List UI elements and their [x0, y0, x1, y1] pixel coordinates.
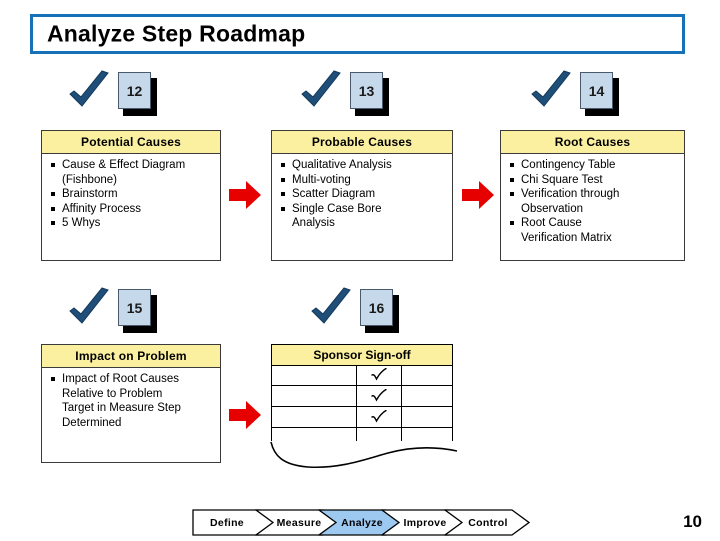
box-header: Probable Causes [272, 131, 452, 154]
list-item: Chi Square Test [508, 173, 679, 188]
bullet-list: Cause & Effect Diagram (Fishbone) Brains… [49, 158, 215, 231]
box-body: Impact of Root Causes Relative to Proble… [42, 368, 220, 434]
page-badge-13: 13 [350, 72, 389, 116]
badge-sheet [350, 72, 383, 109]
signoff-name-cell [272, 365, 357, 385]
tick-mark-icon [370, 368, 387, 381]
right-arrow-icon [229, 401, 261, 429]
page-badge-12: 12 [118, 72, 157, 116]
root-causes-box: Root Causes Contingency Table Chi Square… [500, 130, 685, 261]
list-item: Brainstorm [49, 187, 215, 202]
probable-causes-box: Probable Causes Qualitative Analysis Mul… [271, 130, 453, 261]
box-header: Potential Causes [42, 131, 220, 154]
list-item: Multi-voting [279, 173, 447, 188]
potential-causes-box: Potential Causes Cause & Effect Diagram … [41, 130, 221, 261]
list-item: Determined [62, 416, 122, 429]
badge-number: 15 [126, 299, 143, 316]
checkmark-icon [301, 70, 341, 107]
list-item: Root Cause [508, 216, 679, 231]
badge-number: 12 [126, 82, 143, 99]
list-item: Verification through [508, 187, 679, 202]
step-marker-13: 13 [298, 68, 403, 120]
list-item: Verification Matrix [521, 231, 612, 244]
signoff-name-cell [272, 407, 357, 427]
list-item: Contingency Table [508, 158, 679, 173]
list-item: 5 Whys [49, 216, 215, 231]
torn-edge-decoration [270, 441, 458, 469]
table-row-partial [271, 428, 453, 441]
checkmark-icon [311, 287, 351, 324]
list-item: Qualitative Analysis [279, 158, 447, 173]
badge-number: 14 [588, 82, 605, 99]
table-row [271, 386, 453, 407]
step-marker-12: 12 [66, 68, 171, 120]
list-item: Cause & Effect Diagram [49, 158, 215, 173]
bullet-list: Impact of Root Causes Relative to Proble… [49, 372, 215, 430]
checkmark-icon [69, 287, 109, 324]
bullet-list: Contingency Table Chi Square Test Verifi… [508, 158, 679, 245]
signoff-check-cell [357, 428, 402, 441]
badge-sheet [118, 289, 151, 326]
step-marker-16: 16 [308, 285, 413, 337]
box-body: Cause & Effect Diagram (Fishbone) Brains… [42, 154, 220, 235]
list-item: Relative to Problem [62, 387, 163, 400]
chevron-shape [443, 509, 531, 536]
right-arrow-icon [462, 181, 494, 209]
signoff-date-cell [402, 365, 452, 385]
signoff-date-cell [402, 386, 452, 406]
badge-sheet [118, 72, 151, 109]
list-item: Observation [521, 202, 584, 215]
dmaic-label: Analyze [341, 516, 383, 529]
page-badge-16: 16 [360, 289, 399, 333]
table-row [271, 407, 453, 428]
dmaic-phase-measure[interactable]: Measure [254, 509, 342, 536]
signoff-grid [271, 365, 453, 441]
dmaic-label: Improve [403, 516, 447, 529]
list-item: (Fishbone) [62, 173, 117, 186]
list-item: Scatter Diagram [279, 187, 447, 202]
table-row [271, 365, 453, 386]
slide-title-box: Analyze Step Roadmap [30, 14, 685, 54]
checkmark-icon [69, 70, 109, 107]
list-item: Analysis [292, 217, 335, 229]
page-title: Analyze Step Roadmap [47, 20, 306, 47]
signoff-name-cell [272, 386, 357, 406]
badge-sheet [580, 72, 613, 109]
signoff-check-cell [357, 365, 402, 385]
step-marker-14: 14 [528, 68, 633, 120]
impact-on-problem-box: Impact on Problem Impact of Root Causes … [41, 344, 221, 463]
tick-mark-icon [370, 389, 387, 402]
dmaic-label: Define [210, 516, 244, 529]
signoff-check-cell [357, 407, 402, 427]
badge-number: 13 [358, 82, 375, 99]
checkmark-icon [531, 70, 571, 107]
bullet-list: Qualitative Analysis Multi-voting Scatte… [279, 158, 447, 231]
sponsor-signoff-box: Sponsor Sign-off [270, 344, 458, 469]
badge-number: 16 [368, 299, 385, 316]
list-item: Affinity Process [49, 202, 215, 217]
list-item: Impact of Root Causes [49, 372, 215, 387]
tick-mark-icon [370, 410, 387, 423]
page-badge-15: 15 [118, 289, 157, 333]
box-header: Sponsor Sign-off [271, 344, 453, 366]
signoff-date-cell [402, 407, 452, 427]
slide-number: 10 [683, 512, 702, 531]
box-body: Contingency Table Chi Square Test Verifi… [501, 154, 684, 249]
list-item: Target in Measure Step [62, 402, 181, 414]
badge-sheet [360, 289, 393, 326]
dmaic-phase-control[interactable]: Control [443, 509, 531, 536]
list-item: Single Case Bore [279, 202, 447, 217]
dmaic-phase-improve[interactable]: Improve [380, 509, 468, 536]
step-marker-15: 15 [66, 285, 171, 337]
right-arrow-icon [229, 181, 261, 209]
signoff-date-cell [402, 428, 452, 441]
box-header: Root Causes [501, 131, 684, 154]
signoff-check-cell [357, 386, 402, 406]
page-badge-14: 14 [580, 72, 619, 116]
dmaic-label: Measure [276, 516, 322, 529]
box-header: Impact on Problem [42, 345, 220, 368]
box-body: Qualitative Analysis Multi-voting Scatte… [272, 154, 452, 235]
dmaic-label: Control [468, 516, 508, 529]
signoff-name-cell [272, 428, 357, 441]
